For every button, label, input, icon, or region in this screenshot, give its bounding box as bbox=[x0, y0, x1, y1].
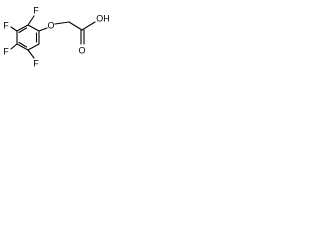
atom-o-ether: O bbox=[47, 20, 54, 30]
bond-f-top-left bbox=[10, 26, 18, 32]
atom-f-top-right: F bbox=[33, 5, 39, 15]
atom-o-carbonyl: O bbox=[78, 45, 85, 55]
atom-f-bottom-left: F bbox=[3, 46, 9, 56]
bond-f-bottom-right bbox=[27, 49, 35, 59]
bond-f-top-right bbox=[27, 15, 35, 26]
substituent-bonds bbox=[10, 15, 96, 59]
bond-f-bottom-left bbox=[10, 43, 18, 50]
ring-inner-double-bond bbox=[18, 27, 28, 34]
atom-f-top-left: F bbox=[3, 20, 9, 30]
bond-c-o-ether bbox=[38, 27, 48, 32]
ring-bond bbox=[16, 24, 29, 32]
atom-oh: OH bbox=[96, 13, 110, 23]
atom-labels: F F O F F O OH bbox=[3, 5, 110, 68]
ring-bond bbox=[27, 24, 40, 32]
bond-c-oh bbox=[81, 21, 96, 31]
ring-bond bbox=[27, 43, 40, 51]
bond-ch2-cooh bbox=[68, 21, 83, 31]
bond-o-ch2 bbox=[54, 21, 70, 25]
ring-inner-double-bond bbox=[18, 41, 28, 48]
structure-diagram: F F O F F O OH bbox=[3, 5, 110, 68]
atom-f-bottom-right: F bbox=[33, 58, 39, 68]
benzene-ring bbox=[16, 24, 40, 51]
ring-bond bbox=[16, 43, 29, 51]
